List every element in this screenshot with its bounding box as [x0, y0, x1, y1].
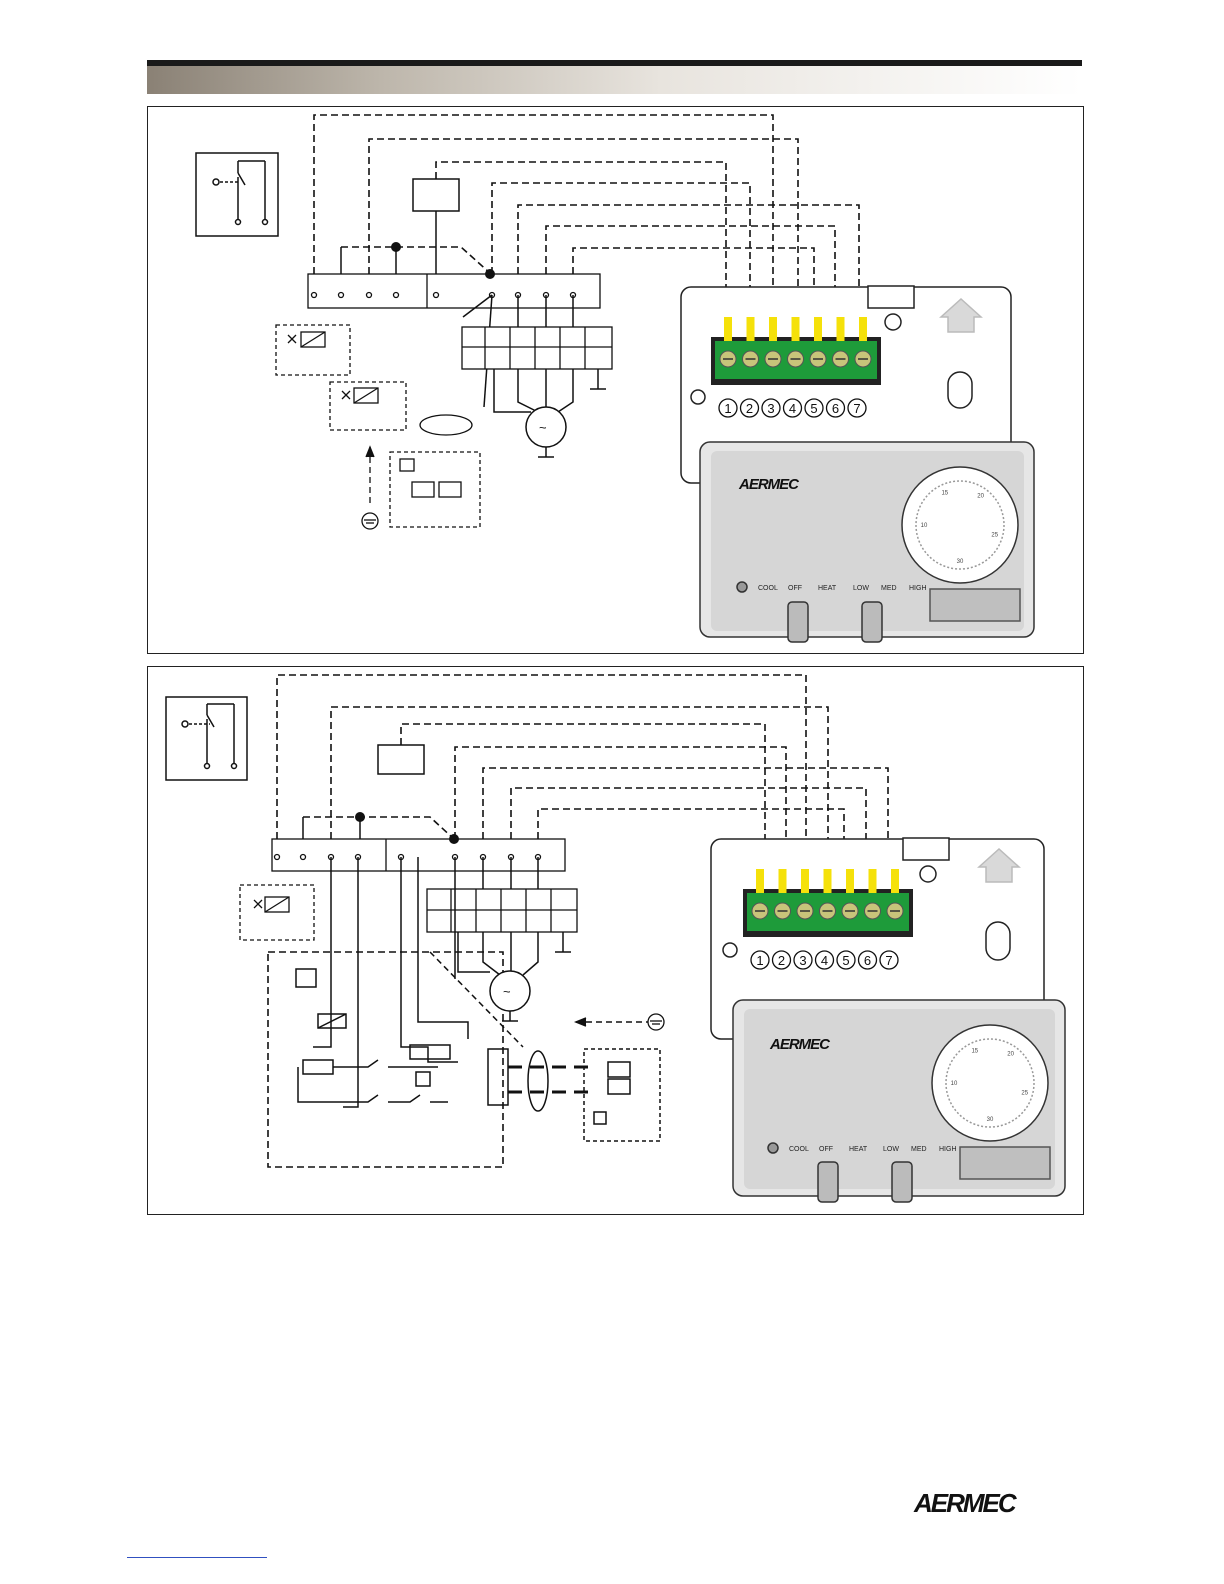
terminal-number-7: 7	[885, 953, 892, 968]
selector-label-off: OFF	[788, 585, 802, 592]
valve-2	[330, 382, 406, 430]
svg-text:~: ~	[539, 420, 547, 435]
dial-label-15: 15	[971, 1048, 978, 1054]
dial-label-30: 30	[987, 1117, 994, 1123]
terminal-number-5: 5	[810, 401, 817, 416]
thermostat-front	[700, 442, 1034, 642]
selector-label-low: LOW	[853, 585, 869, 592]
switch-symbol	[166, 697, 247, 780]
dial-label-20: 20	[977, 494, 984, 500]
terminal-wire-3	[769, 317, 777, 341]
motor-terminal-block	[427, 889, 577, 932]
terminal-wire-2	[779, 869, 787, 893]
terminal-wire-7	[859, 317, 867, 341]
terminal-number-7: 7	[853, 401, 860, 416]
dial-label-20: 20	[1007, 1052, 1014, 1058]
selector-label-med: MED	[911, 1146, 927, 1153]
terminal-number-2: 2	[778, 953, 785, 968]
terminal-number-4: 4	[821, 953, 828, 968]
terminal-number-4: 4	[789, 401, 796, 416]
dial-label-25: 25	[991, 532, 998, 538]
brand-logo: AERMEC	[738, 476, 800, 493]
heater-circuit	[296, 969, 508, 1105]
selector-label-cool: COOL	[789, 1146, 809, 1153]
motor-terminal-block	[462, 327, 612, 369]
terminal-strip	[308, 274, 600, 308]
dial-label-10: 10	[921, 523, 928, 529]
footer-rule	[127, 1557, 267, 1558]
selector-label-cool: COOL	[758, 585, 778, 592]
dial-label-30: 30	[957, 559, 964, 565]
terminal-wire-6	[869, 869, 877, 893]
terminal-wire-3	[801, 869, 809, 893]
speed-selector-labels: LOW MED HIGH	[853, 585, 927, 592]
footer-brand-logo: AERMEC	[914, 1488, 1015, 1519]
selector-label-med: MED	[881, 585, 897, 592]
dial-label-10: 10	[951, 1081, 958, 1087]
terminal-wire-7	[891, 869, 899, 893]
terminal-wire-1	[724, 317, 732, 341]
mode-selector-labels: COOL OFF HEAT	[789, 1146, 868, 1153]
terminal-number-3: 3	[767, 401, 774, 416]
terminal-wire-1	[756, 869, 764, 893]
brand-logo: AERMEC	[769, 1036, 831, 1053]
terminal-wire-4	[792, 317, 800, 341]
selector-label-low: LOW	[883, 1146, 899, 1153]
thermostat-front	[733, 1000, 1065, 1202]
terminal-wire-5	[846, 869, 854, 893]
valve-1	[240, 885, 314, 940]
dial-label-25: 25	[1021, 1090, 1028, 1096]
earth-symbol-a	[362, 513, 378, 529]
switch-symbol	[196, 153, 278, 236]
terminal-wire-4	[824, 869, 832, 893]
selector-label-high: HIGH	[939, 1146, 957, 1153]
selector-label-heat: HEAT	[818, 585, 837, 592]
terminal-number-3: 3	[799, 953, 806, 968]
selector-label-high: HIGH	[909, 585, 927, 592]
terminal-wire-6	[837, 317, 845, 341]
terminal-number-6: 6	[832, 401, 839, 416]
terminal-number-1: 1	[756, 953, 763, 968]
terminal-wire-5	[814, 317, 822, 341]
earth-symbol-b	[648, 1014, 664, 1030]
svg-text:~: ~	[503, 984, 511, 999]
fan-motor-symbol: ~	[526, 407, 566, 457]
dial-label-15: 15	[941, 490, 948, 496]
fan-motor-symbol: ~	[490, 971, 530, 1021]
selector-label-heat: HEAT	[849, 1146, 868, 1153]
terminal-number-5: 5	[842, 953, 849, 968]
terminal-number-1: 1	[724, 401, 731, 416]
header-gradient	[147, 66, 1082, 94]
terminal-wire-2	[747, 317, 755, 341]
mode-selector-labels: COOL OFF HEAT	[758, 585, 837, 592]
relay-box	[413, 179, 459, 274]
terminal-number-6: 6	[864, 953, 871, 968]
valve-1	[276, 325, 350, 375]
speed-selector-labels: LOW MED HIGH	[883, 1146, 957, 1153]
selector-label-off: OFF	[819, 1146, 833, 1153]
terminal-number-2: 2	[746, 401, 753, 416]
